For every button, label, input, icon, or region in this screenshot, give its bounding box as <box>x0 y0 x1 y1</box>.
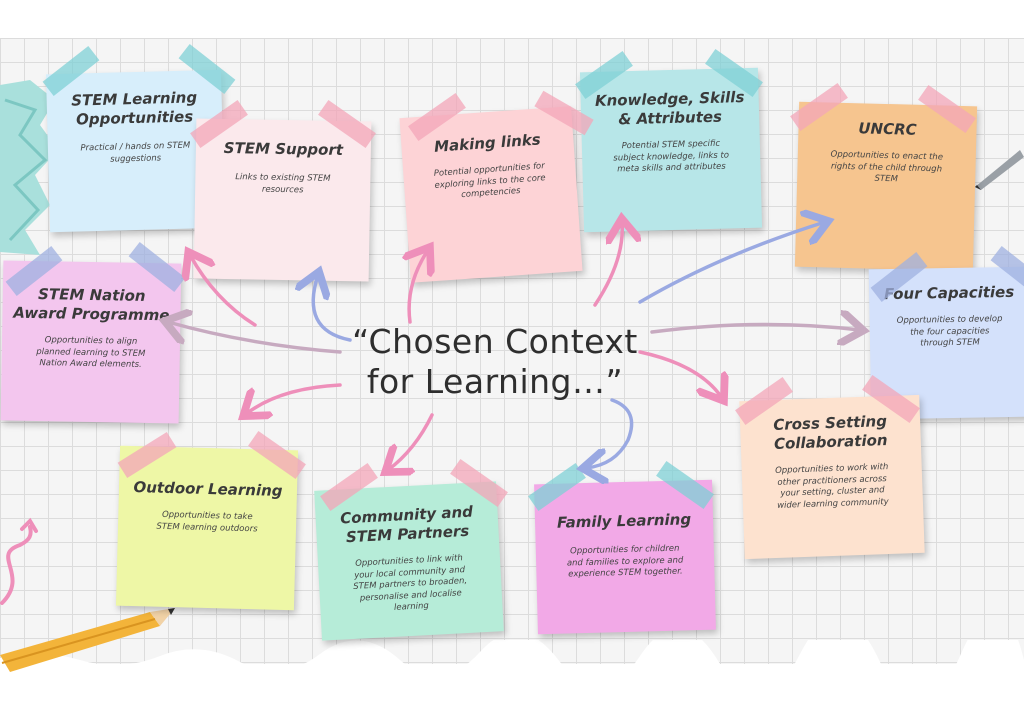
pencil-icon <box>0 608 175 672</box>
note-knowledge-skills-attributes: Knowledge, Skills & Attributes Potential… <box>579 67 763 233</box>
note-description: Opportunities to enact the rights of the… <box>830 149 944 185</box>
note-title: Making links <box>433 130 542 156</box>
note-title: UNCRC <box>858 119 917 139</box>
note-description: Opportunities to link with your local co… <box>353 553 468 613</box>
note-description: Potential STEM specific subject knowledg… <box>613 138 730 175</box>
note-title: STEM Nation Award Programme <box>13 285 170 325</box>
note-title: Knowledge, Skills & Attributes <box>594 88 745 129</box>
center-title: “Chosen Context for Learning…” <box>352 322 638 401</box>
note-description: Opportunities to develop the four capaci… <box>896 314 1003 349</box>
note-title: Outdoor Learning <box>133 478 283 500</box>
note-title: STEM Support <box>223 138 344 160</box>
note-description: Opportunities to work with other practit… <box>774 462 889 511</box>
note-title: Cross Setting Collaboration <box>772 412 888 453</box>
note-title: STEM Learning Opportunities <box>70 88 198 129</box>
crumpled-paper-icon <box>0 80 58 255</box>
torn-paper-edge <box>0 640 1024 680</box>
note-description: Potential opportunities for exploring li… <box>433 161 546 201</box>
note-stem-support: STEM Support Links to existing STEM reso… <box>193 118 372 282</box>
note-family-learning: Family Learning Opportunities for childr… <box>534 479 716 635</box>
note-cross-setting-collaboration: Cross Setting Collaboration Opportunitie… <box>739 394 925 560</box>
squiggle-arrow-icon <box>0 517 38 605</box>
note-description: Opportunities for children and families … <box>566 543 684 580</box>
note-title: Family Learning <box>556 510 692 532</box>
note-description: Practical / hands on STEM suggestions <box>80 140 191 165</box>
note-uncrc: UNCRC Opportunities to enact the rights … <box>794 101 978 272</box>
pen-icon <box>975 150 1024 190</box>
note-outdoor-learning: Outdoor Learning Opportunities to take S… <box>115 445 299 611</box>
note-description: Opportunities to align planned learning … <box>36 335 146 370</box>
note-description: Links to existing STEM resources <box>235 172 331 195</box>
note-community-stem-partners: Community and STEM Partners Opportunitie… <box>314 481 504 641</box>
note-description: Opportunities to take STEM learning outd… <box>156 509 258 534</box>
note-title: Community and STEM Partners <box>339 502 474 547</box>
